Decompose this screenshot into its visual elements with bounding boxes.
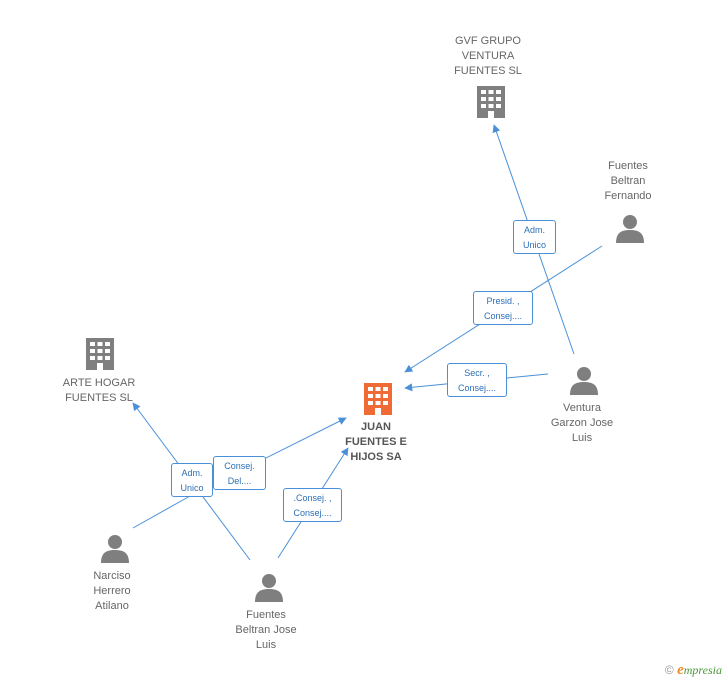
person-icon[interactable] (255, 574, 283, 602)
edge-line-narciso-arte (132, 495, 191, 529)
edge-label-narciso-juan[interactable]: Consej. Del.... (213, 456, 266, 490)
building-icon[interactable] (86, 338, 114, 370)
brand-logo-e: e (677, 662, 684, 678)
edge-label-ventura-gvf[interactable]: Adm. Unico (513, 220, 556, 254)
footer-brand: © empresia (665, 662, 722, 679)
person-icon[interactable] (616, 215, 644, 243)
node-narciso-label[interactable]: Narciso Herrero Atilano (93, 570, 131, 612)
edge-label-ventura-juan[interactable]: Secr. , Consej.... (447, 363, 507, 397)
building-icon[interactable] (477, 86, 505, 118)
building-icon[interactable] (364, 383, 392, 415)
brand-name: mpresia (683, 663, 722, 677)
node-juan-label[interactable]: JUAN FUENTES E HIJOS SA (345, 421, 407, 463)
person-icon[interactable] (570, 367, 598, 395)
edge-label-fernando-juan[interactable]: Presid. , Consej.... (473, 291, 533, 325)
edge-label-fbjl-juan[interactable]: .Consej. , Consej.... (283, 488, 342, 522)
node-ventura-label[interactable]: Ventura Garzon Jose Luis (550, 402, 614, 444)
edge-label-narciso-arte[interactable]: Adm. Unico (171, 463, 213, 497)
node-fernando-label[interactable]: Fuentes Beltran Fernando (604, 160, 652, 202)
node-fbjl-label[interactable]: Fuentes Beltran Jose Luis (235, 609, 297, 651)
person-icon[interactable] (101, 535, 129, 563)
copyright-symbol: © (664, 663, 674, 677)
node-arte-label[interactable]: ARTE HOGAR FUENTES SL (62, 377, 136, 404)
node-gvf-label[interactable]: GVF GRUPO VENTURA FUENTES SL (454, 35, 522, 77)
